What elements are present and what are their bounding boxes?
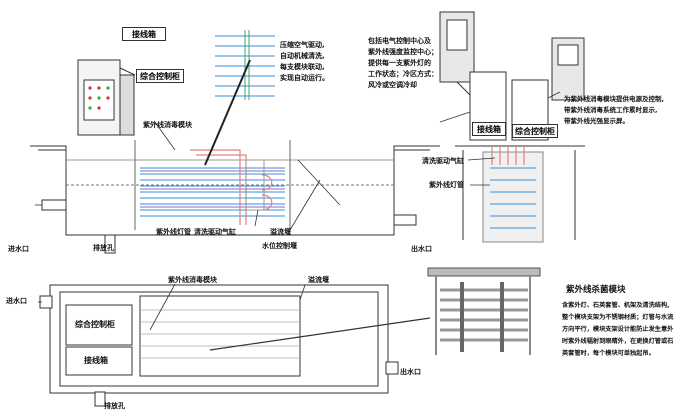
top-uv-lamp-label: 紫外线灯管	[156, 228, 191, 236]
module-description: 含紫外灯、石英套管、机架及清洗结构, 整个模块支架为不锈钢材质；灯管与水流 方向…	[562, 300, 673, 360]
top-cabinets	[77, 59, 136, 136]
control-note-line: 提供每一支紫外灯的	[368, 59, 431, 67]
plan-view	[39, 284, 399, 407]
pneumatic-note-line: 压缩空气驱动,	[280, 41, 325, 49]
cabinet-note-line: 带紫外线光强显示屏。	[564, 117, 629, 125]
control-note-line: 包括电气控制中心及	[368, 37, 431, 45]
top-junction-box: 接线箱	[122, 27, 166, 41]
control-note-line: 工作状态；冷区方式：	[368, 70, 438, 78]
cabinet-note-line: 为紫外线消毒模块提供电源及控制,	[564, 95, 664, 103]
plan-overflow-label: 溢流堰	[308, 276, 329, 284]
top-overflow-label: 溢流堰	[270, 228, 291, 236]
control-center-note: 包括电气控制中心及 紫外线强度监控中心； 提供每一支紫外灯的 工作状态；冷区方式…	[368, 36, 438, 91]
top-control-cabinet: 综合控制柜	[136, 69, 184, 83]
top-outlet-label: 出水口	[411, 245, 432, 253]
module-description-line: 含紫外灯、石英套管、机架及清洗结构,	[562, 302, 670, 309]
top-uv-module-label: 紫外线消毒模块	[143, 121, 192, 129]
plan-drain-label: 排放孔	[104, 402, 125, 410]
right-cylinder-label: 清洗驱动气缸	[422, 157, 464, 165]
plan-junction-box-label: 接线箱	[84, 356, 108, 365]
pneumatic-note: 压缩空气驱动, 自动机械清洗, 每支模块联动, 实现自动运行。	[280, 40, 329, 84]
top-channel	[30, 145, 440, 254]
module-description-line: 方向平行，模块支架设计能防止发生意外	[562, 326, 674, 333]
module-description-line: 时紫外线辐射到眼睛外，在更换灯管或石	[562, 338, 674, 345]
control-note-line: 紫外线强度监控中心；	[368, 48, 438, 56]
plan-outlet-label: 出水口	[400, 368, 421, 376]
top-level-weir-label: 水位控制堰	[262, 242, 297, 250]
uv-module-photo	[427, 267, 541, 355]
plan-control-cabinet-label: 综合控制柜	[75, 320, 115, 329]
pneumatic-note-line: 自动机械清洗,	[280, 52, 325, 60]
top-inlet-label: 进水口	[8, 245, 29, 253]
plan-inlet-label: 进水口	[6, 297, 27, 305]
top-uv-module	[134, 140, 291, 230]
module-description-line: 英套管时，每个模块可单独起吊。	[562, 350, 655, 357]
top-drain-label: 排放孔	[93, 244, 114, 252]
module-title: 紫外线杀菌模块	[566, 285, 626, 295]
module-description-line: 整个模块支架为不锈钢材质；灯管与水流	[562, 314, 674, 321]
plan-uv-module-label: 紫外线消毒模块	[168, 276, 217, 284]
top-cylinder-label: 清洗驱动气缸	[194, 228, 236, 236]
cabinet-note: 为紫外线消毒模块提供电源及控制, 带紫外线消毒系统工作累时显示, 带紫外线光强显…	[564, 94, 664, 127]
right-uv-lamp-label: 紫外线灯管	[429, 181, 464, 189]
pneumatic-note-line: 实现自动运行。	[280, 74, 329, 82]
right-junction-box: 接线箱	[472, 122, 506, 136]
right-control-cabinet: 综合控制柜	[512, 124, 558, 138]
cabinet-note-line: 带紫外线消毒系统工作累时显示,	[564, 106, 658, 114]
pneumatic-detail	[204, 30, 275, 166]
control-note-line: 风冷或空调冷却	[368, 81, 417, 89]
pneumatic-note-line: 每支模块联动,	[280, 63, 325, 71]
